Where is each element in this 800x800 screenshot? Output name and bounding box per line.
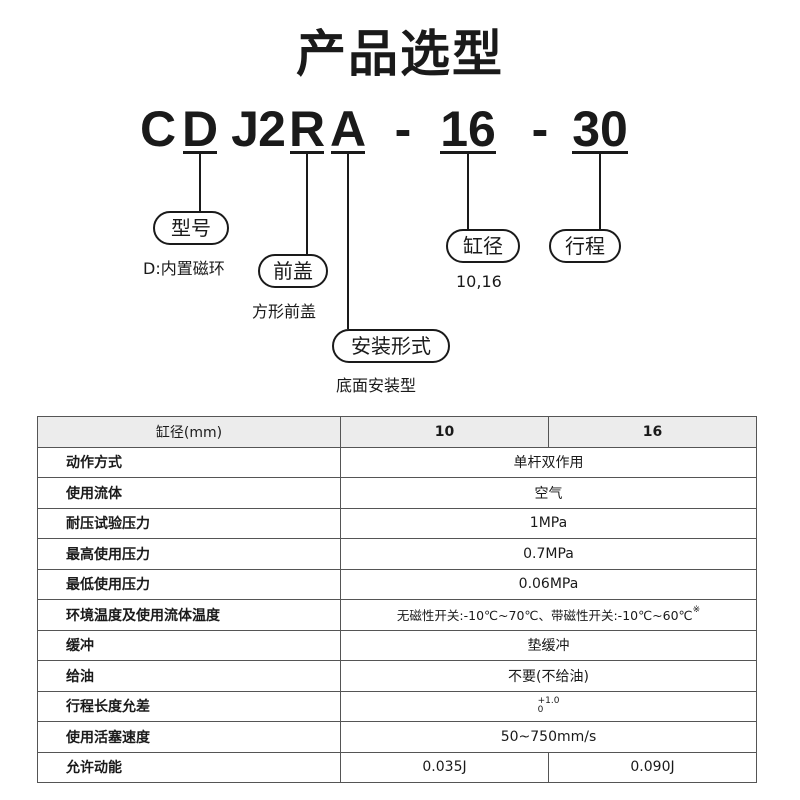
temperature-value: 无磁性开关:-10℃~70℃、带磁性开关:-10℃~60℃ xyxy=(396,608,693,624)
underline-d xyxy=(183,151,217,154)
code-letter-2: 2 xyxy=(258,101,286,157)
page-title: 产品选型 xyxy=(296,25,504,83)
table-row: 缓冲 垫缓冲 xyxy=(37,629,757,661)
row-value: 0.7MPa xyxy=(340,538,757,570)
callout-bore-label: 缸径 xyxy=(446,229,520,263)
underline-bore xyxy=(440,151,496,154)
code-dash-2: - xyxy=(531,101,549,157)
row-label: 最高使用压力 xyxy=(37,538,341,570)
table-header-row: 缸径(mm) 10 16 xyxy=(37,416,757,448)
footnote-mark: ※ xyxy=(692,605,701,616)
row-label: 缓冲 xyxy=(37,629,341,661)
row-label: 耐压试验压力 xyxy=(37,507,341,539)
table-row: 使用流体 空气 xyxy=(37,477,757,509)
row-label: 给油 xyxy=(37,660,341,692)
code-letter-d: D xyxy=(181,101,219,157)
callout-stroke-label: 行程 xyxy=(549,229,621,263)
connector-type xyxy=(199,153,201,211)
callout-mounting-note: 底面安装型 xyxy=(336,376,417,395)
code-letter-r: R xyxy=(288,101,326,157)
code-letter-c: C xyxy=(139,101,177,157)
row-value-col-16: 0.090J xyxy=(548,751,757,783)
row-label: 最低使用压力 xyxy=(37,568,341,600)
callout-type-label: 型号 xyxy=(153,211,229,245)
row-value: 单杆双作用 xyxy=(340,446,757,478)
stroke-tolerance: +1.0 0 xyxy=(537,695,560,715)
callout-bore-note: 10,16 xyxy=(456,272,502,291)
callout-type-note: D:内置磁环 xyxy=(143,259,225,278)
row-label: 使用流体 xyxy=(37,477,341,509)
table-row: 耐压试验压力 1MPa xyxy=(37,507,757,539)
row-label: 动作方式 xyxy=(37,446,341,478)
table-row: 行程长度允差 +1.0 0 xyxy=(37,690,757,722)
row-value: +1.0 0 xyxy=(340,690,757,722)
callout-front-cover-note: 方形前盖 xyxy=(252,302,317,321)
connector-mounting xyxy=(347,153,349,329)
row-value: 空气 xyxy=(340,477,757,509)
table-row: 使用活塞速度 50~750mm/s xyxy=(37,721,757,753)
tolerance-lower: 0 xyxy=(537,704,544,715)
underline-r xyxy=(290,151,324,154)
connector-front-cover xyxy=(306,153,308,254)
code-letter-j: J xyxy=(231,101,259,157)
table-row: 最低使用压力 0.06MPa xyxy=(37,568,757,600)
code-dash-1: - xyxy=(394,101,412,157)
row-label: 行程长度允差 xyxy=(37,690,341,722)
row-value: 50~750mm/s xyxy=(340,721,757,753)
row-value: 垫缓冲 xyxy=(340,629,757,661)
code-bore-value: 16 xyxy=(440,101,496,157)
table-row: 最高使用压力 0.7MPa xyxy=(37,538,757,570)
header-col-16: 16 xyxy=(548,416,757,448)
code-stroke-value: 30 xyxy=(572,101,628,157)
table-row: 环境温度及使用流体温度 无磁性开关:-10℃~70℃、带磁性开关:-10℃~60… xyxy=(37,599,757,631)
underline-a xyxy=(331,151,365,154)
underline-stroke xyxy=(572,151,628,154)
row-value: 0.06MPa xyxy=(340,568,757,600)
spec-table: 缸径(mm) 10 16 动作方式 单杆双作用 使用流体 空气 耐压试验压力 1… xyxy=(37,416,757,783)
table-row: 动作方式 单杆双作用 xyxy=(37,446,757,478)
row-value: 无磁性开关:-10℃~70℃、带磁性开关:-10℃~60℃※ xyxy=(340,599,757,631)
callout-front-cover-label: 前盖 xyxy=(258,254,328,288)
row-label: 使用活塞速度 xyxy=(37,721,341,753)
row-value: 不要(不给油) xyxy=(340,660,757,692)
table-row: 允许动能 0.035J 0.090J xyxy=(37,751,757,783)
callout-mounting-label: 安装形式 xyxy=(332,329,450,363)
header-col-10: 10 xyxy=(340,416,549,448)
row-value-col-10: 0.035J xyxy=(340,751,549,783)
tolerance-upper: +1.0 xyxy=(537,695,560,706)
connector-stroke xyxy=(599,153,601,229)
row-value: 1MPa xyxy=(340,507,757,539)
table-row: 给油 不要(不给油) xyxy=(37,660,757,692)
connector-bore xyxy=(467,153,469,229)
row-label: 允许动能 xyxy=(37,751,341,783)
code-letter-a: A xyxy=(329,101,367,157)
row-label: 环境温度及使用流体温度 xyxy=(37,599,341,631)
header-bore-label: 缸径(mm) xyxy=(37,416,341,448)
